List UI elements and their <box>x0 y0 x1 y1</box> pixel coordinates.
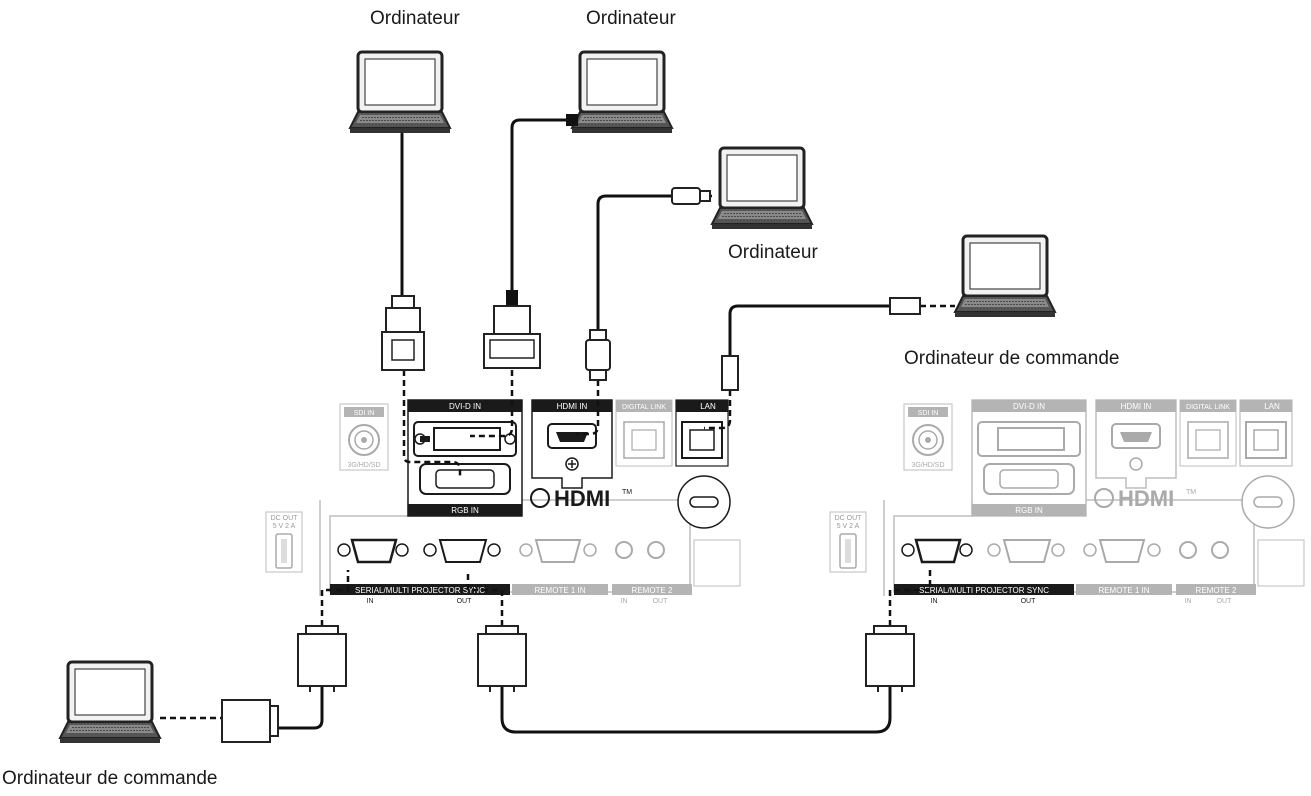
sdi-in-port: SDI IN 3G/HD/SD <box>339 403 389 471</box>
control-computer-caption-lan: Ordinateur de commande <box>904 348 1120 369</box>
serial-out-port <box>423 539 501 563</box>
hdmi-in-port-right: HDMI IN <box>1095 399 1177 489</box>
lan-cable <box>728 304 892 358</box>
svg-text:IN: IN <box>621 598 628 605</box>
svg-text:SERIAL/MULTI PROJECTOR SYNC: SERIAL/MULTI PROJECTOR SYNC <box>919 586 1049 595</box>
digital-link-port: DIGITAL LINK <box>615 399 673 467</box>
svg-text:OUT: OUT <box>1217 598 1233 605</box>
svg-text:DC OUT: DC OUT <box>271 515 299 522</box>
svg-text:OUT: OUT <box>653 598 669 605</box>
dvid-rgb-block-right: DVI-D IN RGB IN <box>971 399 1087 517</box>
rgb-plug <box>381 295 425 371</box>
control-computer-serial-laptop-icon <box>58 660 162 745</box>
remote1-port-right <box>1083 539 1229 563</box>
svg-text:DVI-D IN: DVI-D IN <box>1013 402 1045 411</box>
computer-caption-dvi: Ordinateur <box>586 8 676 29</box>
computer-rgb-laptop-icon <box>348 50 452 135</box>
svg-text:HDMI: HDMI <box>1118 486 1174 511</box>
hdmi-in-port: HDMI IN <box>531 399 613 489</box>
svg-text:DC OUT: DC OUT <box>835 515 863 522</box>
computer-caption-rgb: Ordinateur <box>370 8 460 29</box>
dc-out-port: DC OUT 5 V 2 A <box>265 511 303 573</box>
svg-text:IN: IN <box>1185 598 1192 605</box>
serial-out-port-right <box>987 539 1065 563</box>
svg-text:3G/HD/SD: 3G/HD/SD <box>347 462 380 469</box>
svg-text:OUT: OUT <box>1021 598 1037 605</box>
dvid-rgb-block: DVI-D IN RGB IN <box>407 399 523 517</box>
svg-text:DVI-D IN: DVI-D IN <box>449 402 481 411</box>
sdi-in-port-right: SDI IN 3G/HD/SD <box>903 403 953 471</box>
hdmi-cable <box>596 194 674 332</box>
svg-text:TM: TM <box>622 489 632 496</box>
projector-panel-right: SDI IN 3G/HD/SD DVI-D IN RGB IN <box>829 399 1305 605</box>
svg-text:HDMI: HDMI <box>554 486 610 511</box>
hdmi-logo-right: HDMI TM <box>1094 486 1196 511</box>
svg-text:RGB IN: RGB IN <box>1015 506 1043 515</box>
hdmi-plug <box>585 329 611 381</box>
svg-text:REMOTE 2: REMOTE 2 <box>1196 586 1237 595</box>
hdmi-plug-computer <box>671 187 711 205</box>
svg-text:LAN: LAN <box>1264 402 1280 411</box>
svg-text:REMOTE 1 IN: REMOTE 1 IN <box>1098 586 1149 595</box>
svg-text:IN: IN <box>367 598 374 605</box>
control-computer-lan-laptop-icon <box>953 234 1057 319</box>
svg-text:HDMI IN: HDMI IN <box>557 402 588 411</box>
serial-in-port <box>337 538 409 564</box>
computer-caption-hdmi: Ordinateur <box>728 242 818 263</box>
svg-text:HDMI IN: HDMI IN <box>1121 402 1152 411</box>
projector-panel-left: SDI IN 3G/HD/SD DVI-D IN RGB IN <box>265 399 741 605</box>
serial-adapter-out <box>477 625 527 693</box>
svg-text:REMOTE 1 IN: REMOTE 1 IN <box>534 586 585 595</box>
svg-text:SDI IN: SDI IN <box>354 410 375 417</box>
computer-dvi-laptop-icon <box>570 50 674 135</box>
svg-text:5 V 2 A: 5 V 2 A <box>273 523 296 530</box>
dvi-plug <box>483 290 541 369</box>
control-computer-caption-serial: Ordinateur de commande <box>2 768 218 789</box>
svg-text:OUT: OUT <box>457 598 473 605</box>
remote1-port <box>519 539 665 563</box>
svg-text:3G/HD/SD: 3G/HD/SD <box>911 462 944 469</box>
serial-adapter-control <box>221 699 279 743</box>
lan-plug <box>721 297 921 391</box>
serial-adapter-right-in <box>865 625 915 693</box>
svg-text:SDI IN: SDI IN <box>918 410 939 417</box>
svg-text:SERIAL/MULTI PROJECTOR SYNC: SERIAL/MULTI PROJECTOR SYNC <box>355 586 485 595</box>
svg-text:RGB IN: RGB IN <box>451 506 479 515</box>
serial-in-port-right <box>901 538 973 564</box>
cables <box>274 118 892 734</box>
svg-text:LAN: LAN <box>700 402 716 411</box>
svg-text:REMOTE 2: REMOTE 2 <box>632 586 673 595</box>
dvi-cable <box>510 118 572 292</box>
lan-port-right: LAN <box>1239 399 1293 467</box>
svg-text:DIGITAL LINK: DIGITAL LINK <box>1186 404 1230 411</box>
svg-text:DIGITAL LINK: DIGITAL LINK <box>622 404 666 411</box>
svg-text:5 V 2 A: 5 V 2 A <box>837 523 860 530</box>
hdmi-logo: HDMI TM <box>530 486 632 511</box>
dc-out-port-right: DC OUT 5 V 2 A <box>829 511 867 573</box>
computer-hdmi-laptop-icon <box>710 146 814 231</box>
svg-text:TM: TM <box>1186 489 1196 496</box>
serial-link-cable <box>500 682 892 734</box>
svg-text:IN: IN <box>931 598 938 605</box>
lan-port: LAN <box>675 399 729 467</box>
serial-adapter-in <box>297 625 347 693</box>
digital-link-port-right: DIGITAL LINK <box>1179 399 1237 467</box>
serial-cable-control <box>274 682 324 730</box>
dvi-plug-computer <box>566 114 578 126</box>
